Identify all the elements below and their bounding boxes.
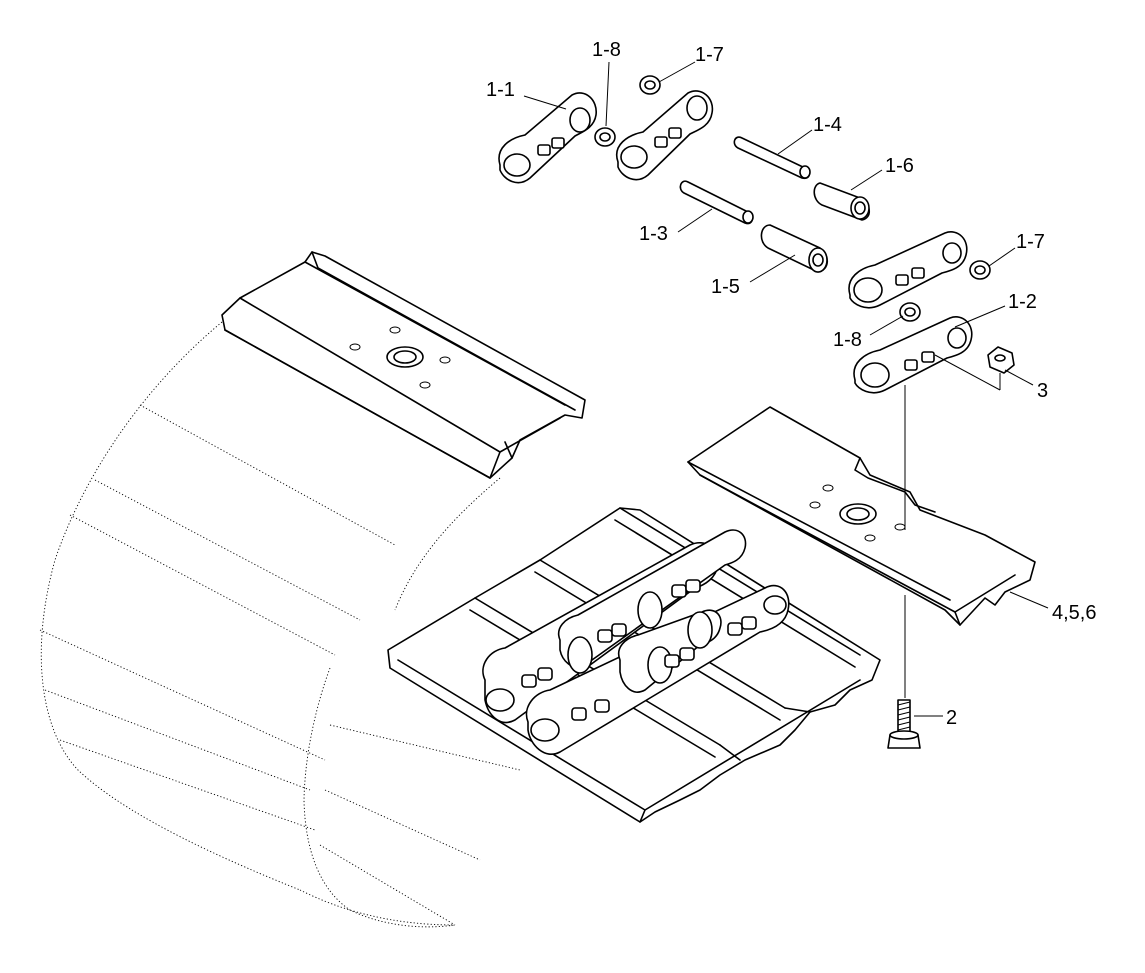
- seal-1-7-right-inner: [974, 265, 986, 275]
- link-1-2: [853, 316, 973, 394]
- label-4-5-6: 4,5,6: [1052, 602, 1096, 624]
- seal-1-7-top-inner: [644, 80, 656, 90]
- link-1-2-mate: [848, 231, 968, 309]
- seal-1-8-right: [899, 302, 921, 322]
- label-3: 3: [1037, 380, 1048, 402]
- label-1-2: 1-2: [1008, 291, 1037, 313]
- seal-1-8-top: [594, 127, 616, 147]
- bolt-2: [887, 699, 921, 749]
- label-1-1: 1-1: [486, 79, 515, 101]
- nut-3: [987, 346, 1015, 374]
- callout-labels: 1-1 1-8 1-7 1-4 1-6 1-3 1-5 1-7 1-2 1-8 …: [486, 39, 1096, 729]
- seal-1-7-top: [639, 75, 661, 95]
- seal-1-8-top-inner: [599, 132, 611, 142]
- bushing-1-5: [760, 224, 829, 273]
- bushing-1-6: [813, 182, 871, 221]
- seal-1-8-right-inner: [904, 307, 916, 317]
- label-1-4: 1-4: [813, 114, 842, 136]
- seal-1-7-right: [969, 260, 991, 280]
- label-1-8-top: 1-8: [592, 39, 621, 61]
- label-1-7-right: 1-7: [1016, 231, 1045, 253]
- track-loop-phantom-outline: [39, 321, 521, 928]
- track-shoe-center-right: [687, 406, 1036, 626]
- label-1-6: 1-6: [885, 155, 914, 177]
- label-2: 2: [946, 707, 957, 729]
- label-1-3: 1-3: [639, 223, 668, 245]
- pin-1-4: [733, 136, 811, 180]
- link-1-1-mate: [615, 90, 714, 181]
- link-1-1: [498, 92, 597, 184]
- label-1-7-top: 1-7: [695, 44, 724, 66]
- chain-links-assembled: [482, 529, 790, 755]
- label-1-8-right: 1-8: [833, 329, 862, 351]
- leader-lines: [523, 61, 1049, 717]
- pin-1-3: [679, 180, 754, 225]
- track-shoe-top-left: [221, 251, 586, 479]
- label-1-5: 1-5: [711, 276, 740, 298]
